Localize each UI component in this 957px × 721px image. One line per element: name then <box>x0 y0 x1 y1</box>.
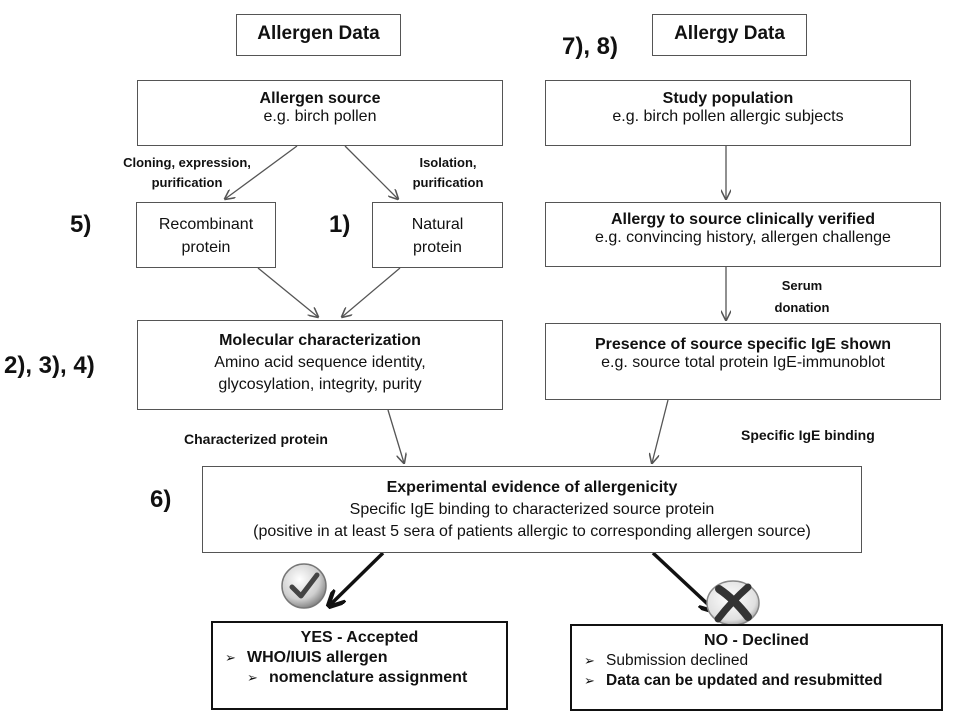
allergen-source-example: e.g. birch pollen <box>263 108 377 125</box>
evidence-title: Experimental evidence of allergenicity <box>386 479 678 496</box>
allergy-data-header-text: Allergy Data <box>674 23 785 44</box>
allergen-source-box: Allergen source e.g. birch pollen <box>137 80 503 146</box>
step-number-6: 6) <box>150 486 172 513</box>
serum-label-line2: donation <box>774 300 830 315</box>
study-population-title: Study population <box>662 90 794 107</box>
molecular-title: Molecular characterization <box>219 332 421 349</box>
cloning-label: Cloning, expression, purification <box>112 153 262 193</box>
yes-item-1: nomenclature assignment <box>225 668 506 688</box>
step-number-7-8: 7), 8) <box>562 33 619 60</box>
ige-shown-example: e.g. source total protein IgE-immunoblot <box>601 354 885 371</box>
serum-label-line1: Serum <box>781 278 823 293</box>
allergen-source-title: Allergen source <box>259 90 381 107</box>
step-number-1: 1) <box>329 211 351 238</box>
clinically-verified-example: e.g. convincing history, allergen challe… <box>595 229 891 246</box>
yes-list: WHO/IUIS allergen nomenclature assignmen… <box>213 648 506 688</box>
x-mark-icon <box>706 580 760 626</box>
recombinant-line2: protein <box>181 239 231 256</box>
isolation-label: Isolation, purification <box>393 153 503 193</box>
arrow-source-to-natural <box>344 145 398 199</box>
arrow-evidence-to-yes <box>330 551 385 605</box>
arrow-ige-to-evidence <box>652 399 669 463</box>
arrow-evidence-to-no <box>651 551 714 610</box>
serum-donation-label: Serum donation <box>742 275 862 319</box>
molecular-line2: glycosylation, integrity, purity <box>218 376 422 393</box>
specific-ige-shown-box: Presence of source specific IgE shown e.… <box>545 323 941 400</box>
cloning-label-line1: Cloning, expression, <box>123 155 251 170</box>
evidence-line2: (positive in at least 5 sera of patients… <box>253 523 811 540</box>
yes-item-0: WHO/IUIS allergen <box>225 648 506 668</box>
study-population-box: Study population e.g. birch pollen aller… <box>545 80 911 146</box>
natural-line2: protein <box>413 239 462 256</box>
no-title: NO - Declined <box>704 632 809 649</box>
arrow-recombinant-to-molecular <box>257 267 318 317</box>
allergen-data-header-text: Allergen Data <box>257 23 380 44</box>
no-declined-box: NO - Declined Submission declined Data c… <box>570 624 943 711</box>
study-population-example: e.g. birch pollen allergic subjects <box>612 108 844 125</box>
yes-title: YES - Accepted <box>300 629 419 646</box>
step-number-2-3-4: 2), 3), 4) <box>4 352 95 379</box>
arrow-source-to-recombinant <box>225 145 298 199</box>
recombinant-line1: Recombinant <box>158 216 254 233</box>
natural-protein-box: Natural protein <box>372 202 503 268</box>
arrow-molecular-to-evidence <box>387 409 404 463</box>
no-list: Submission declined Data can be updated … <box>572 651 941 691</box>
natural-line1: Natural <box>411 216 464 233</box>
check-mark-icon <box>281 563 327 609</box>
characterized-protein-label: Characterized protein <box>184 431 328 447</box>
allergen-data-header: Allergen Data <box>236 14 401 56</box>
step-number-5: 5) <box>70 211 92 238</box>
clinically-verified-box: Allergy to source clinically verified e.… <box>545 202 941 267</box>
isolation-label-line1: Isolation, <box>419 155 477 170</box>
ige-shown-title: Presence of source specific IgE shown <box>594 336 892 353</box>
clinically-verified-title: Allergy to source clinically verified <box>610 211 876 228</box>
evidence-line1: Specific IgE binding to characterized so… <box>349 501 715 518</box>
no-item-1: Data can be updated and resubmitted <box>584 671 941 691</box>
arrow-natural-to-molecular <box>342 267 401 317</box>
no-item-0: Submission declined <box>584 651 941 671</box>
experimental-evidence-box: Experimental evidence of allergenicity S… <box>202 466 862 553</box>
yes-accepted-box: YES - Accepted WHO/IUIS allergen nomencl… <box>211 621 508 710</box>
recombinant-protein-box: Recombinant protein <box>136 202 276 268</box>
specific-ige-binding-label: Specific IgE binding <box>741 427 875 443</box>
isolation-label-line2: purification <box>412 175 484 190</box>
cloning-label-line2: purification <box>151 175 223 190</box>
molecular-line1: Amino acid sequence identity, <box>214 354 426 371</box>
allergy-data-header: Allergy Data <box>652 14 807 56</box>
molecular-characterization-box: Molecular characterization Amino acid se… <box>137 320 503 410</box>
